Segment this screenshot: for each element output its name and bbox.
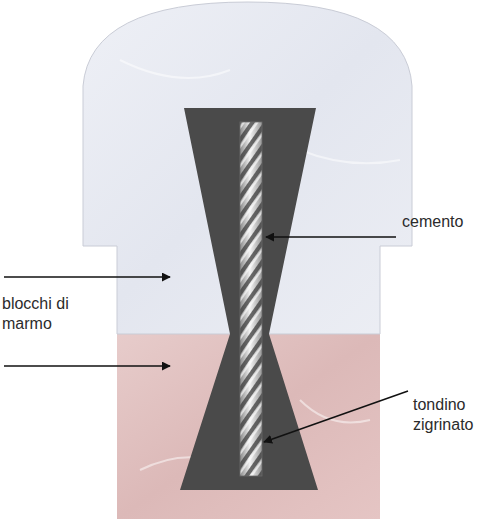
part-label: blocchi di marmo	[2, 294, 102, 334]
leader-arrow	[266, 236, 396, 238]
part-label: tondino zigrinato	[413, 395, 497, 435]
part-label: cemento	[402, 212, 497, 232]
leader-arrow	[4, 276, 170, 278]
knurled-rod	[240, 122, 262, 476]
knurled-rod-texture	[240, 122, 262, 476]
marble-veins	[120, 60, 400, 480]
leader-arrow	[264, 391, 408, 442]
cement-fill	[180, 108, 318, 490]
leader-arrow	[4, 365, 170, 367]
knurled-rod-outline	[240, 122, 262, 476]
